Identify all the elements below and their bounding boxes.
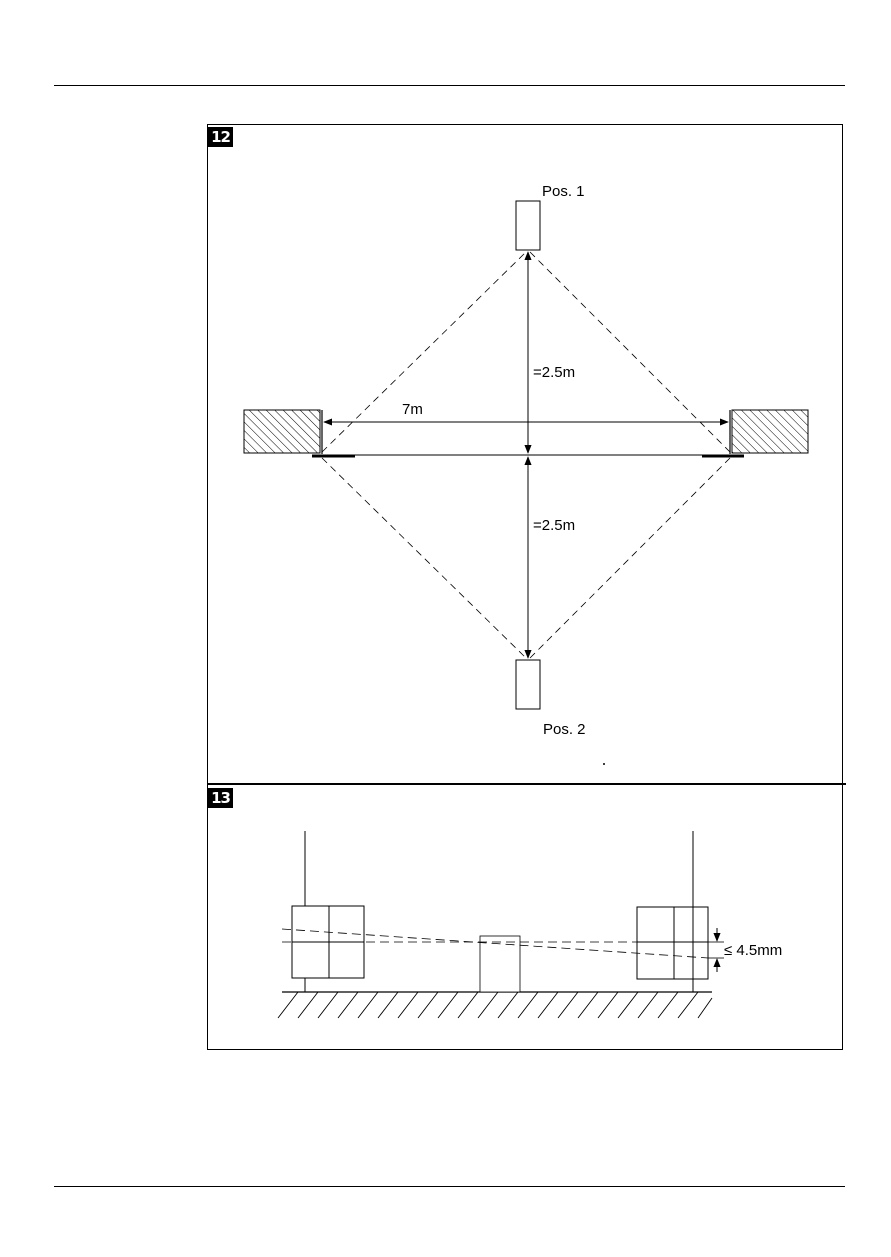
figure-12-diagram: 7m Pos. 1 Pos. 2 =2.5m =2.5m	[244, 183, 808, 765]
ground-hatching	[278, 992, 712, 1018]
left-pillar	[244, 410, 320, 453]
right-pillar	[732, 410, 808, 453]
tolerance-label: ≤ 4.5mm	[724, 942, 782, 959]
pos-2-device	[516, 660, 540, 709]
pos-1-device	[516, 201, 540, 250]
pos-2-label: Pos. 2	[543, 721, 586, 738]
right-target-board	[637, 907, 708, 979]
stray-dot	[603, 763, 605, 765]
width-label: 7m	[402, 401, 423, 418]
upper-distance-label: =2.5m	[533, 364, 575, 381]
pos-1-label: Pos. 1	[542, 183, 585, 200]
lower-distance-label: =2.5m	[533, 517, 575, 534]
figure-13-diagram: ≤ 4.5mm	[278, 831, 782, 1018]
